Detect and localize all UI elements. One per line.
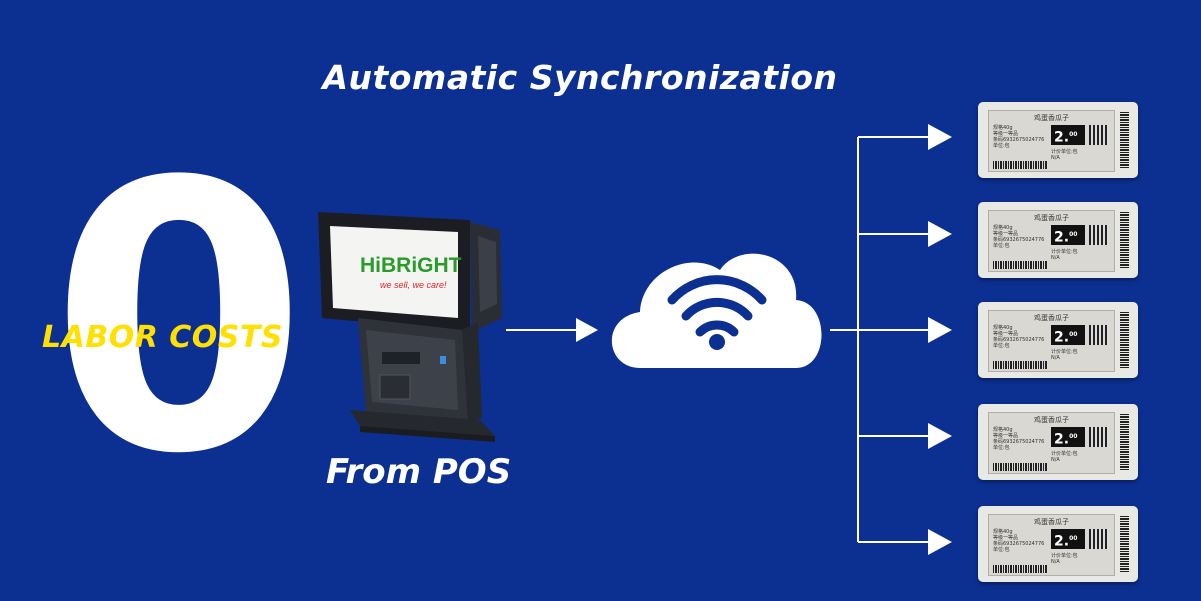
from-pos-label: From POS: [326, 452, 512, 492]
tag-unit-line: N/A: [1051, 355, 1060, 361]
electronic-shelf-label-icon: 鸡蛋香瓜子 规格40g 等级一等品 条码6932675024776 单位:包 2…: [978, 404, 1138, 480]
side-barcode-icon: [1120, 112, 1129, 168]
tag-unit-line: 计价单位:包: [1051, 349, 1078, 355]
brand-logo: HiBRiGHT: [360, 254, 462, 277]
barcode-icon: [993, 361, 1048, 369]
electronic-shelf-label-icon: 鸡蛋香瓜子 规格40g 等级一等品 条码6932675024776 单位:包 2…: [978, 302, 1138, 378]
tag-info-line: 规格40g: [993, 125, 1013, 131]
tag-info-line: 单位:包: [993, 143, 1010, 149]
qr-code-icon: [1089, 325, 1109, 345]
barcode-icon: [993, 261, 1048, 269]
tag-product-name: 鸡蛋香瓜子: [1034, 114, 1069, 122]
qr-code-icon: [1089, 427, 1109, 447]
tag-price: 2.00: [1051, 427, 1085, 448]
tag-info-line: 单位:包: [993, 343, 1010, 349]
tag-unit-line: N/A: [1051, 559, 1060, 565]
distribution-arrows: [830, 124, 952, 555]
wifi-cloud-icon: [611, 253, 822, 368]
pos-terminal-icon: [318, 212, 502, 442]
side-barcode-icon: [1120, 516, 1129, 572]
electronic-shelf-label-icon: 鸡蛋香瓜子 规格40g 等级一等品 条码6932675024776 单位:包 2…: [978, 506, 1138, 582]
side-barcode-icon: [1120, 312, 1129, 368]
tag-info-line: 等级一等品: [993, 433, 1019, 439]
page-title: Automatic Synchronization: [322, 58, 838, 97]
tag-info-line: 等级一等品: [993, 131, 1019, 137]
tag-info-line: 单位:包: [993, 547, 1010, 553]
side-barcode-icon: [1120, 414, 1129, 470]
tag-price: 2.00: [1051, 125, 1085, 146]
tag-unit-line: 计价单位:包: [1051, 149, 1078, 155]
tag-price: 2.00: [1051, 325, 1085, 346]
tag-info-line: 单位:包: [993, 445, 1010, 451]
barcode-icon: [993, 565, 1048, 573]
brand-slogan: we sell, we care!: [380, 280, 447, 290]
tag-product-name: 鸡蛋香瓜子: [1034, 416, 1069, 424]
tag-price: 2.00: [1051, 225, 1085, 246]
tag-unit-line: N/A: [1051, 255, 1060, 261]
tag-info-line: 条码6932675024776: [993, 439, 1045, 445]
barcode-icon: [993, 463, 1048, 471]
tag-info-line: 条码6932675024776: [993, 237, 1045, 243]
tag-unit-line: N/A: [1051, 457, 1060, 463]
tag-info-line: 条码6932675024776: [993, 337, 1045, 343]
qr-code-icon: [1089, 529, 1109, 549]
tag-info-line: 规格40g: [993, 529, 1013, 535]
tag-info-line: 条码6932675024776: [993, 541, 1045, 547]
tag-unit-line: 计价单位:包: [1051, 249, 1078, 255]
tag-price: 2.00: [1051, 529, 1085, 550]
labor-costs-label: LABOR COSTS: [42, 320, 283, 355]
tag-product-name: 鸡蛋香瓜子: [1034, 518, 1069, 526]
tag-info-line: 规格40g: [993, 225, 1013, 231]
tag-product-name: 鸡蛋香瓜子: [1034, 314, 1069, 322]
tag-unit-line: 计价单位:包: [1051, 451, 1078, 457]
electronic-shelf-label-icon: 鸡蛋香瓜子 规格40g 等级一等品 条码6932675024776 单位:包 2…: [978, 102, 1138, 178]
tag-info-line: 条码6932675024776: [993, 137, 1045, 143]
tag-info-line: 等级一等品: [993, 535, 1019, 541]
tag-unit-line: 计价单位:包: [1051, 553, 1078, 559]
qr-code-icon: [1089, 225, 1109, 245]
qr-code-icon: [1089, 125, 1109, 145]
electronic-shelf-label-icon: 鸡蛋香瓜子 规格40g 等级一等品 条码6932675024776 单位:包 2…: [978, 202, 1138, 278]
side-barcode-icon: [1120, 212, 1129, 268]
tag-unit-line: N/A: [1051, 155, 1060, 161]
tag-product-name: 鸡蛋香瓜子: [1034, 214, 1069, 222]
tag-info-line: 单位:包: [993, 243, 1010, 249]
barcode-icon: [993, 161, 1048, 169]
tag-info-line: 规格40g: [993, 427, 1013, 433]
tag-info-line: 规格40g: [993, 325, 1013, 331]
tag-info-line: 等级一等品: [993, 231, 1019, 237]
arrow-right-icon: [506, 318, 598, 342]
tag-info-line: 等级一等品: [993, 331, 1019, 337]
